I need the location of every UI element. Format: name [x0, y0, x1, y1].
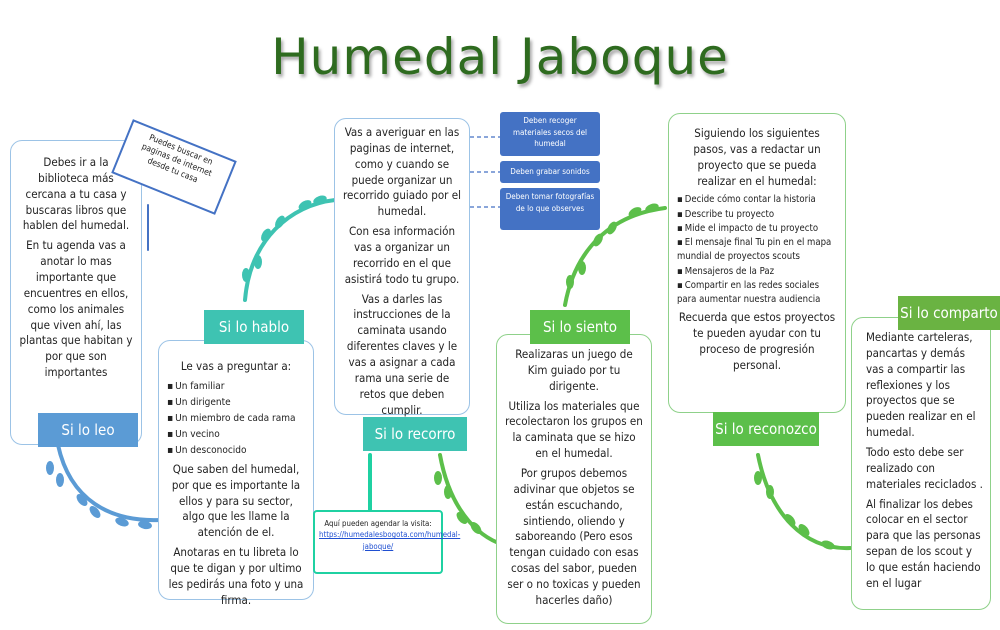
visit-link[interactable]: https://humedalesbogota.com/humedal-jabo…: [319, 530, 461, 551]
footprints: [46, 461, 152, 530]
siento-label: Si lo siento: [530, 310, 630, 344]
list-item: Decide cómo contar la historia: [677, 193, 837, 207]
pill-sonidos: Deben grabar sonidos: [500, 161, 600, 183]
siento-text-1: Realizaras un juego de Kim guiado por tu…: [515, 347, 633, 393]
comparto-text-2: Todo esto debe ser realizado con materia…: [866, 445, 983, 491]
list-item: Un familiar: [167, 379, 305, 395]
list-item: Mide el impacto de tu proyecto: [677, 222, 837, 236]
visit-text: Aquí pueden agendar la visita:: [324, 519, 432, 528]
leo-box: Debes ir a la biblioteca más cercana a t…: [10, 140, 142, 445]
arc-hablo: [243, 198, 337, 302]
list-item: Un vecino: [167, 427, 305, 443]
hablo-text-1: Que saben del humedal, por que es import…: [171, 461, 301, 540]
hablo-intro: Le vas a preguntar a:: [180, 359, 292, 373]
list-item: Un miembro de cada rama: [167, 411, 305, 427]
reconozco-steps-list: Decide cómo contar la historia Describe …: [677, 193, 837, 307]
recorro-label: Si lo recorro: [363, 417, 467, 451]
arc-leo: [56, 443, 162, 523]
list-item: Compartir en las redes sociales para aum…: [677, 279, 837, 308]
comparto-text-1: Mediante carteleras, pancartas y demás v…: [866, 330, 976, 440]
pill-fotografias: Deben tomar fotografías de lo que observ…: [500, 188, 600, 230]
page-title: Humedal Jaboque: [271, 28, 729, 86]
comparto-box: Mediante carteleras, pancartas y demás v…: [851, 317, 991, 610]
recorro-text-3: Vas a darles las instrucciones de la cam…: [346, 291, 458, 417]
recorro-text-2: Con esa información vas a organizar un r…: [344, 224, 460, 286]
visit-box: Aquí pueden agendar la visita: https://h…: [313, 510, 461, 574]
siento-text-3: Por grupos debemos adivinar que objetos …: [507, 466, 641, 607]
hablo-people-list: Un familiar Un dirigente Un miembro de c…: [167, 379, 305, 459]
comparto-label: Si lo comparto: [898, 296, 1000, 330]
list-item: Un desconocido: [167, 443, 305, 459]
list-item: El mensaje final Tu pin en el mapa mundi…: [677, 236, 837, 265]
siento-text-2: Utiliza los materiales que recolectaron …: [505, 398, 643, 461]
leo-text-2: En tu agenda vas a anotar lo mas importa…: [19, 238, 133, 380]
recorro-text-1: Vas a averiguar en las paginas de intern…: [343, 125, 461, 219]
list-item: Un dirigente: [167, 395, 305, 411]
leo-text-1: Debes ir a la biblioteca más cercana a t…: [22, 155, 130, 233]
hablo-box: Le vas a preguntar a: Un familiar Un dir…: [158, 340, 314, 607]
recorro-box: Vas a averiguar en las paginas de intern…: [334, 118, 470, 417]
pill-recoger: Deben recoger materiales secos del humed…: [500, 112, 600, 156]
list-item: Describe tu proyecto: [677, 208, 837, 222]
reconozco-outro: Recuerda que estos proyectos te pueden a…: [678, 310, 836, 373]
hablo-text-2: Anotaras en tu libreta lo que te digan y…: [168, 545, 304, 607]
hablo-label: Si lo hablo: [204, 310, 304, 344]
reconozco-label: Si lo reconozco: [713, 412, 819, 446]
reconozco-box: Siguiendo los siguientes pasos, vas a re…: [668, 113, 846, 413]
list-item: Mensajeros de la Paz: [677, 265, 837, 279]
reconozco-intro: Siguiendo los siguientes pasos, vas a re…: [693, 126, 821, 188]
siento-box: Realizaras un juego de Kim guiado por tu…: [496, 334, 652, 624]
leo-label: Si lo leo: [38, 413, 138, 447]
comparto-text-3: Al finalizar los debes colocar en el sec…: [866, 496, 981, 590]
